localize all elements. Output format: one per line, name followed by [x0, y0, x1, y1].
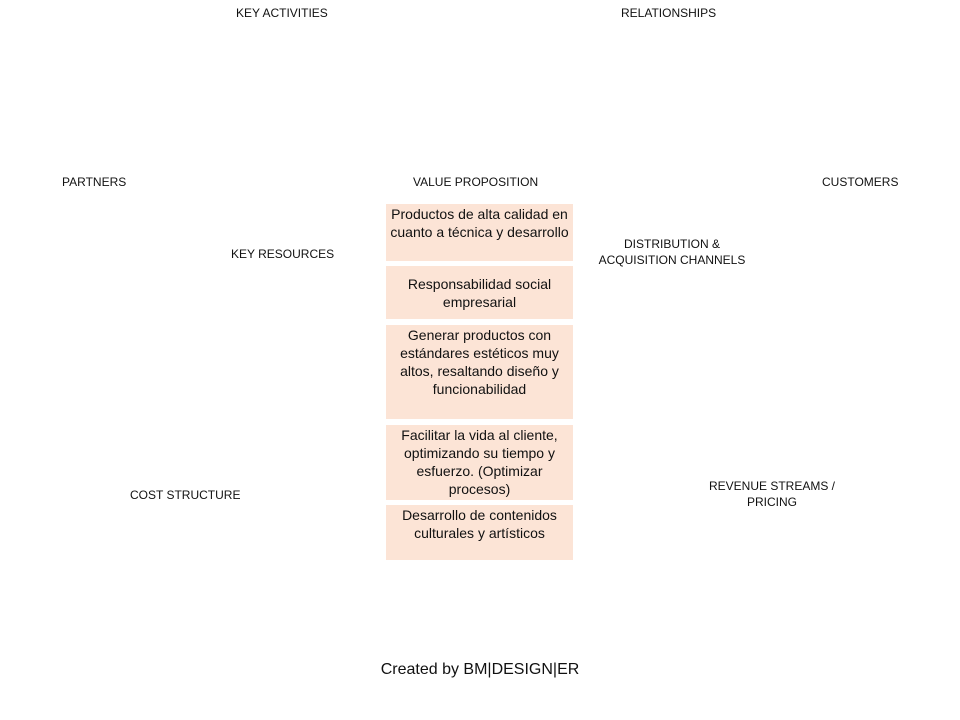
- value-card-text: Generar productos con estándares estétic…: [400, 327, 559, 397]
- revenue-label-line1: REVENUE STREAMS /: [708, 479, 836, 493]
- value-card-text: Facilitar la vida al cliente, optimizand…: [401, 427, 558, 497]
- value-proposition-label: VALUE PROPOSITION: [413, 175, 539, 189]
- partners-label: PARTNERS: [62, 175, 127, 189]
- value-card-text: Desarrollo de contenidos culturales y ar…: [402, 507, 557, 541]
- value-card-text: Productos de alta calidad en cuanto a té…: [390, 206, 569, 240]
- key-activities-label: KEY ACTIVITIES: [236, 6, 328, 20]
- revenue-streams-label: REVENUE STREAMS / PRICING: [682, 478, 862, 510]
- distribution-label-line1: DISTRIBUTION &: [623, 237, 720, 251]
- revenue-label-line2: PRICING: [746, 495, 797, 509]
- distribution-label-line2: ACQUISITION CHANNELS: [598, 253, 746, 267]
- value-card-text: Responsabilidad social empresarial: [407, 275, 552, 310]
- value-card-1: Productos de alta calidad en cuanto a té…: [386, 204, 573, 261]
- value-card-2: Responsabilidad social empresarial: [386, 266, 573, 319]
- cost-structure-label: COST STRUCTURE: [130, 488, 241, 502]
- value-card-4: Facilitar la vida al cliente, optimizand…: [386, 425, 573, 500]
- key-resources-label: KEY RESOURCES: [231, 247, 335, 261]
- footer-credit: Created by BM|DESIGN|ER: [380, 661, 580, 678]
- value-card-3: Generar productos con estándares estétic…: [386, 325, 573, 419]
- distribution-channels-label: DISTRIBUTION & ACQUISITION CHANNELS: [582, 236, 762, 268]
- value-card-5: Desarrollo de contenidos culturales y ar…: [386, 505, 573, 560]
- customers-label: CUSTOMERS: [822, 175, 899, 189]
- relationships-label: RELATIONSHIPS: [621, 6, 717, 20]
